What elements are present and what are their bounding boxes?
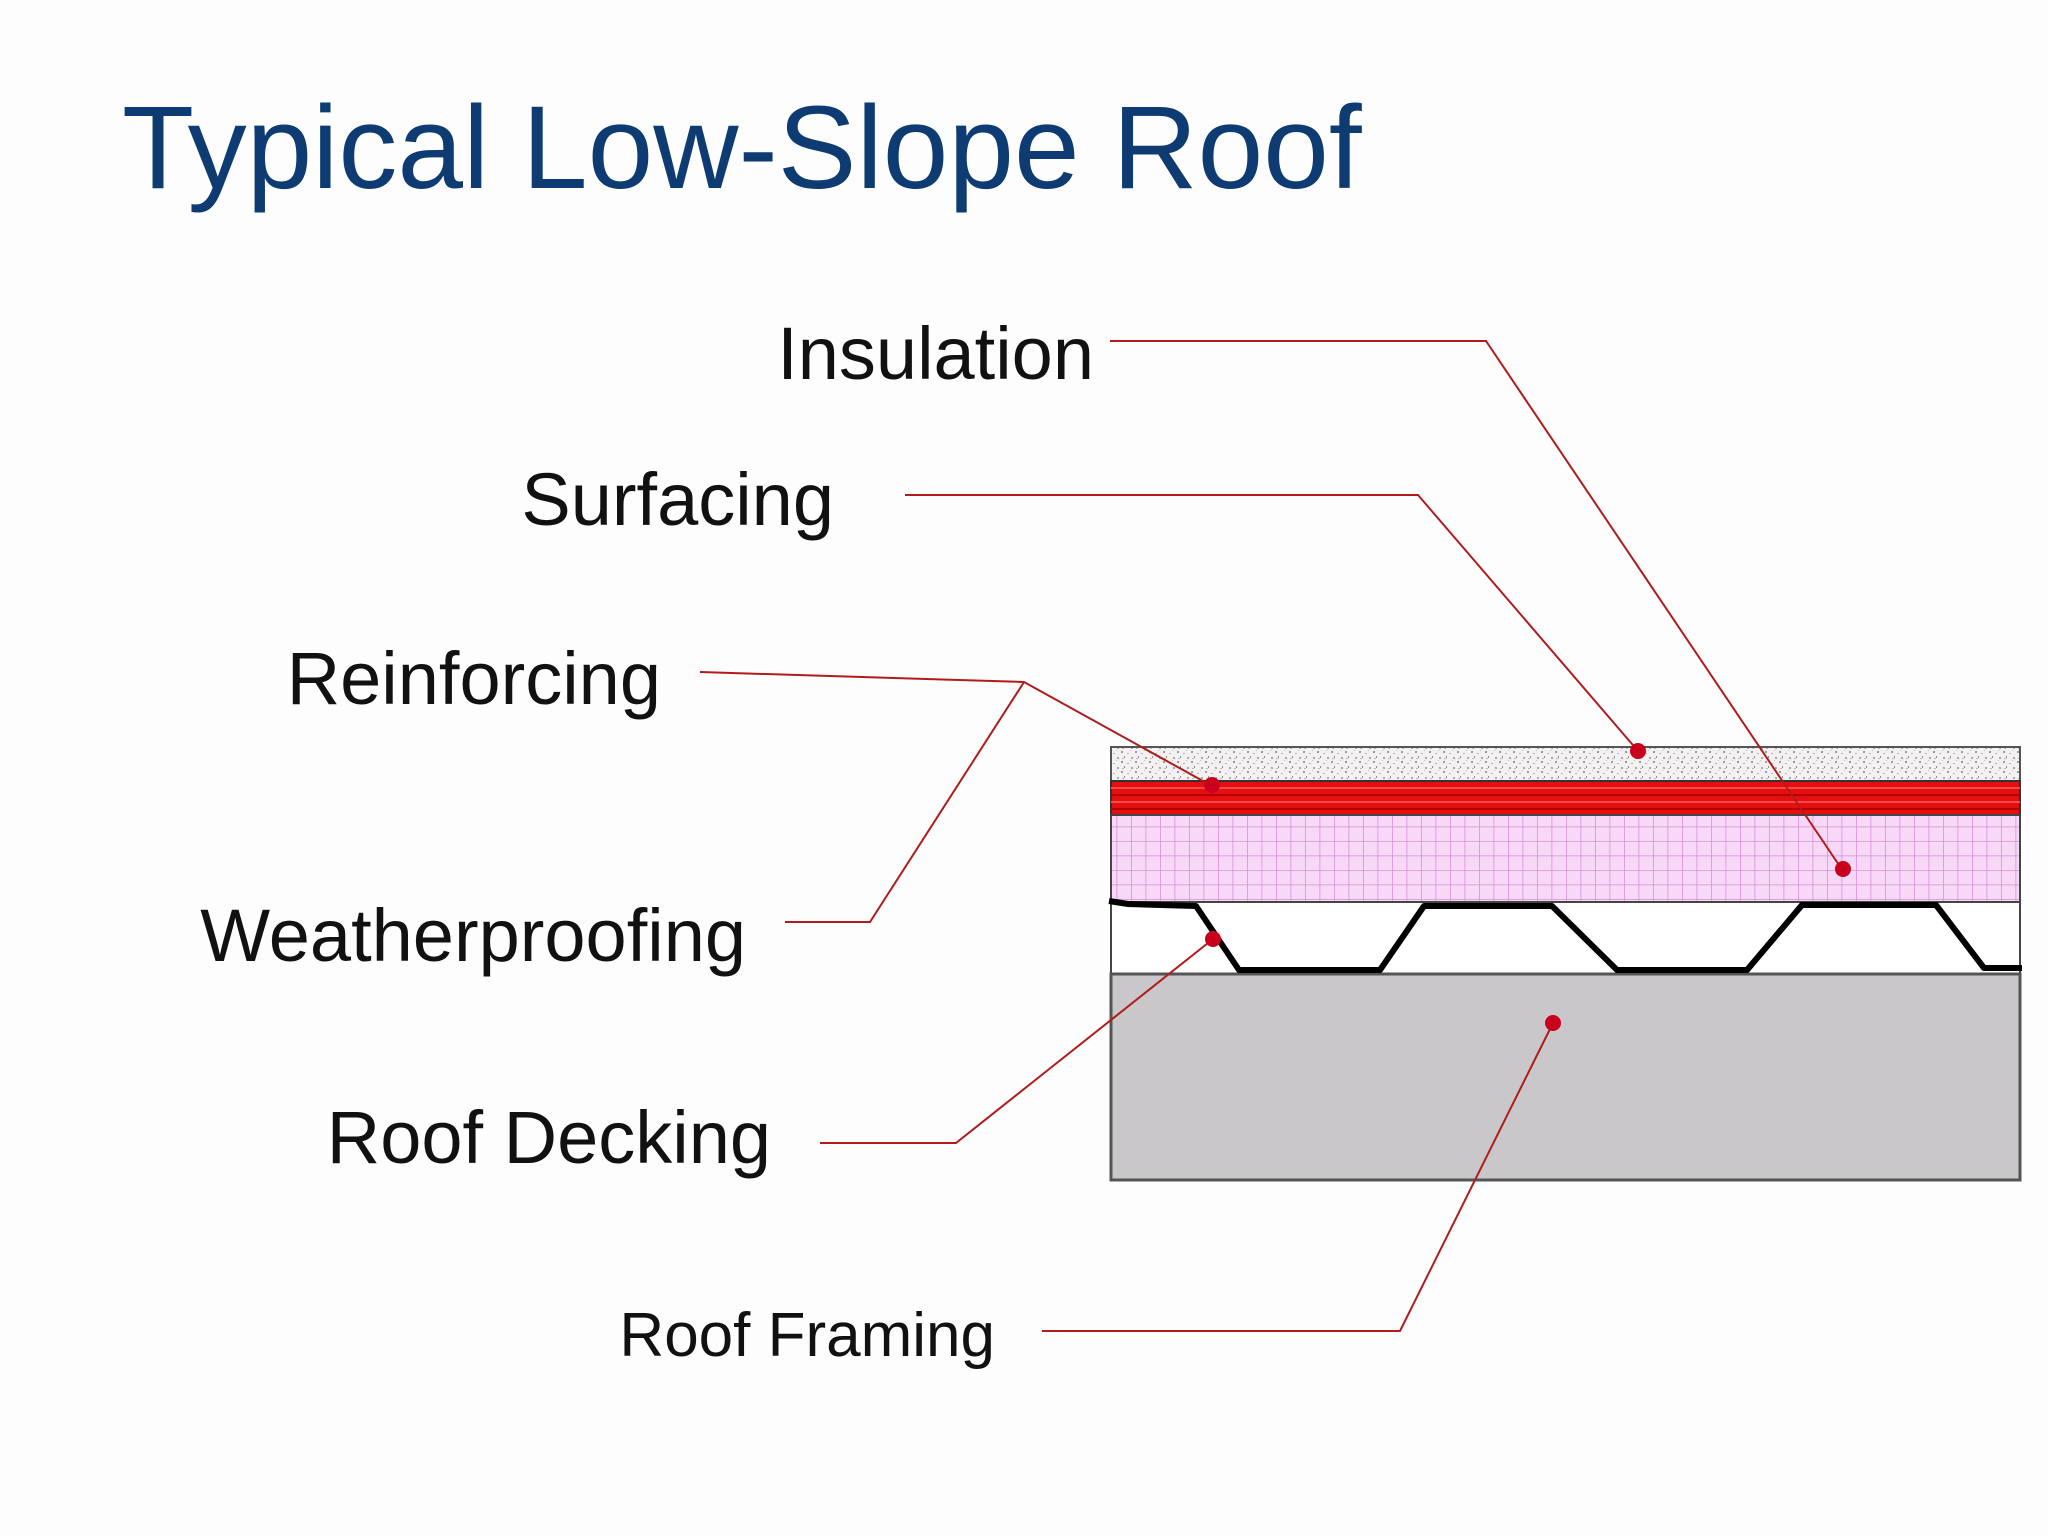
weatherproofing-leader-line	[785, 681, 1025, 923]
label-roof-decking: Roof Decking	[327, 1096, 771, 1179]
roof-decking-leader-line	[820, 938, 1214, 1144]
label-roof-framing: Roof Framing	[619, 1301, 995, 1370]
roof-decking-profile	[1108, 898, 2022, 973]
roof-framing-leader-dot	[1545, 1015, 1561, 1031]
label-surfacing: Surfacing	[521, 458, 834, 541]
reinforcing-leader-dot	[1204, 777, 1220, 793]
roof-decking-leader-dot	[1205, 931, 1221, 947]
insulation-layer	[1110, 814, 2021, 903]
surfacing-layer	[1110, 746, 2021, 782]
label-weatherproofing: Weatherproofing	[200, 894, 746, 977]
surfacing-leader-line	[905, 494, 1639, 752]
reinforcing-layer	[1110, 780, 2021, 816]
surfacing-leader-dot	[1630, 743, 1646, 759]
insulation-leader-line	[1110, 340, 1844, 872]
label-insulation: Insulation	[777, 312, 1094, 395]
label-reinforcing: Reinforcing	[287, 637, 661, 720]
framing-layer	[1109, 972, 2022, 1182]
insulation-leader-dot	[1835, 861, 1851, 877]
deck-space	[1110, 901, 2021, 975]
slide-title: Typical Low-Slope Roof	[122, 82, 1362, 214]
roof-framing-leader-line	[1042, 1022, 1554, 1332]
